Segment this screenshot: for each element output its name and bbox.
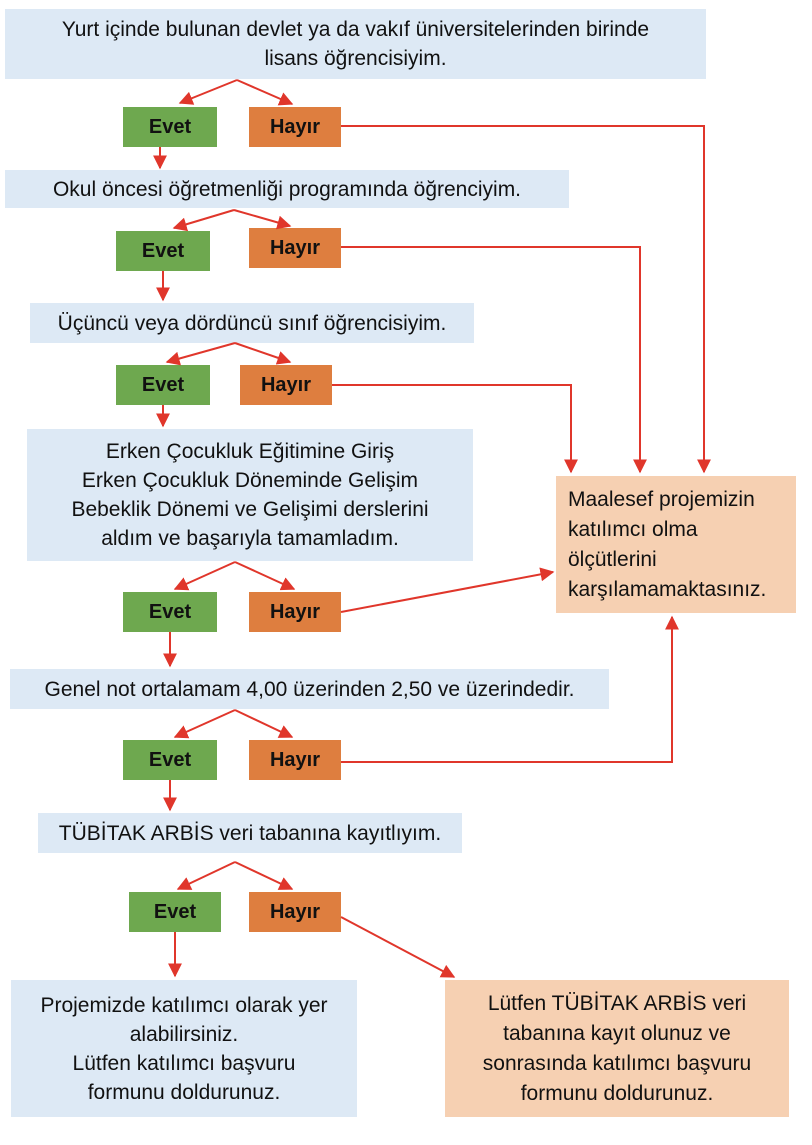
yes-button-5[interactable]: Evet	[123, 740, 217, 780]
reject-arrow-4	[340, 567, 555, 613]
register-result-box: Lütfen TÜBİTAK ARBİS veri tabanına kayıt…	[445, 980, 789, 1117]
fork-arrow-yes-2	[172, 209, 235, 232]
result-text-line: formunu doldurunuz.	[87, 1080, 281, 1104]
result-text-line: Lütfen katılımcı başvuru	[72, 1051, 296, 1075]
register-arrow	[340, 916, 456, 978]
question-text-line: Okul öncesi öğretmenliği programında öğr…	[52, 177, 522, 201]
no-button-5[interactable]: Hayır	[249, 740, 341, 780]
result-text-line: Lütfen TÜBİTAK ARBİS veri	[487, 991, 747, 1015]
fork-arrow-yes-5	[173, 709, 236, 739]
question-courses-box: Erken Çocukluk Eğitimine Giriş Erken Çoc…	[27, 429, 473, 561]
fork-arrow-no-5	[234, 709, 294, 738]
yes-button-6[interactable]: Evet	[129, 892, 221, 932]
fork-arrow-no-1	[236, 79, 294, 106]
question-program-box: Okul öncesi öğretmenliği programında öğr…	[5, 170, 569, 208]
question-text-line: Bebeklik Dönemi ve Gelişimi derslerini	[71, 498, 429, 521]
no-button-6[interactable]: Hayır	[249, 892, 341, 932]
fork-arrow-no-2	[233, 209, 292, 230]
fork-arrow-no-4	[234, 561, 296, 591]
no-button-3[interactable]: Hayır	[240, 365, 332, 405]
fork-arrow-yes-3	[165, 342, 236, 366]
question-text-line: Genel not ortalamam 4,00 üzerinden 2,50 …	[44, 677, 575, 701]
question-text-line: Yurt içinde bulunan devlet ya da vakıf ü…	[61, 18, 650, 41]
question-class-year-box: Üçüncü veya dördüncü sınıf öğrencisiyim.	[30, 303, 474, 343]
question-gpa-box: Genel not ortalamam 4,00 üzerinden 2,50 …	[10, 669, 609, 709]
result-text-line: Maalesef projemizin	[568, 487, 755, 511]
result-text-line: alabilirsiniz.	[129, 1022, 239, 1046]
question-text-line: Üçüncü veya dördüncü sınıf öğrencisiyim.	[57, 311, 447, 335]
result-text-line: karşılamamaktasınız.	[568, 577, 767, 601]
fork-arrow-yes-4	[173, 561, 236, 591]
reject-result-box: Maalesef projemizin katılımcı olma ölçüt…	[556, 476, 796, 613]
question-text-line: lisans öğrencisiyim.	[264, 47, 447, 70]
question-university-box: Yurt içinde bulunan devlet ya da vakıf ü…	[5, 9, 706, 79]
question-text-line: aldım ve başarıyla tamamladım.	[101, 527, 399, 550]
no-button-2[interactable]: Hayır	[249, 228, 341, 268]
question-text-line: Erken Çocukluk Döneminde Gelişim	[81, 469, 419, 492]
success-result-box: Projemizde katılımcı olarak yer alabilir…	[11, 980, 357, 1117]
yes-button-3[interactable]: Evet	[116, 365, 210, 405]
yes-button-1[interactable]: Evet	[123, 107, 217, 147]
result-text-line: ölçütlerini	[568, 547, 657, 571]
question-text-line: TÜBİTAK ARBİS veri tabanına kayıtlıyım.	[58, 821, 442, 845]
fork-arrow-yes-1	[178, 79, 238, 105]
no-button-4[interactable]: Hayır	[249, 592, 341, 632]
fork-arrow-no-3	[234, 342, 292, 365]
question-arbis-box: TÜBİTAK ARBİS veri tabanına kayıtlıyım.	[38, 813, 462, 853]
result-text-line: sonrasında katılımcı başvuru	[482, 1051, 752, 1075]
fork-arrow-no-6	[234, 861, 294, 890]
question-text-line: Erken Çocukluk Eğitimine Giriş	[105, 440, 395, 463]
result-text-line: formunu doldurunuz.	[520, 1081, 714, 1105]
result-text-line: katılımcı olma	[568, 517, 698, 541]
result-text-line: Projemizde katılımcı olarak yer	[40, 993, 328, 1017]
yes-button-2[interactable]: Evet	[116, 231, 210, 271]
yes-button-4[interactable]: Evet	[123, 592, 217, 632]
fork-arrow-yes-6	[176, 861, 236, 890]
no-button-1[interactable]: Hayır	[249, 107, 341, 147]
result-text-line: tabanına kayıt olunuz ve	[503, 1021, 731, 1045]
